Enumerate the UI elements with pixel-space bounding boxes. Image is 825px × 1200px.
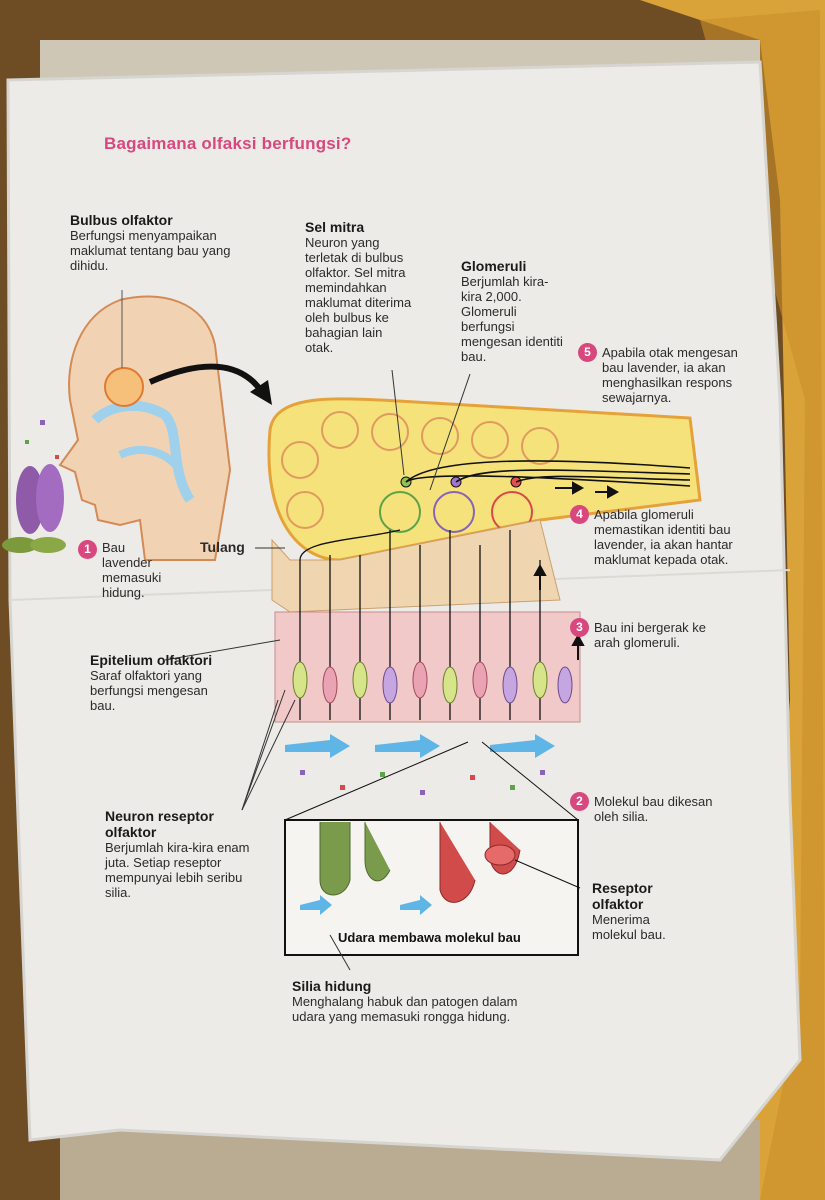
- epitelium-label: Epitelium olfaktori Saraf olfaktori yang…: [90, 652, 220, 713]
- step-3-badge: 3: [570, 618, 589, 637]
- step-1-text: Bau lavender memasuki hidung.: [102, 540, 162, 600]
- silia-label: Silia hidung Menghalang habuk dan patoge…: [292, 978, 542, 1024]
- reseptor-text: Menerima molekul bau.: [592, 912, 666, 942]
- step-5-badge: 5: [578, 343, 597, 362]
- bulbus-label: Bulbus olfaktor Berfungsi menyampaikan m…: [70, 212, 260, 273]
- glomeruli-label: Glomeruli Berjumlah kira-kira 2,000. Glo…: [461, 258, 569, 364]
- step-3-text: Bau ini bergerak ke arah glomeruli.: [594, 620, 707, 650]
- step-2-text: Molekul bau dikesan oleh silia.: [594, 794, 713, 824]
- glomeruli-heading: Glomeruli: [461, 258, 527, 274]
- neuron-heading: Neuron reseptor olfaktor: [105, 808, 214, 840]
- tulang-label: Tulang: [200, 539, 245, 555]
- glomeruli-text: Berjumlah kira-kira 2,000. Glomeruli ber…: [461, 274, 563, 364]
- step-1-badge: 1: [78, 540, 97, 559]
- bulbus-text: Berfungsi menyampaikan maklumat tentang …: [70, 228, 231, 273]
- bulbus-heading: Bulbus olfaktor: [70, 212, 173, 228]
- step-2-badge: 2: [570, 792, 589, 811]
- neuron-text: Berjumlah kira-kira enam juta. Setiap re…: [105, 840, 250, 900]
- page-title: Bagaimana olfaksi berfungsi?: [104, 134, 352, 153]
- sel-mitra-heading: Sel mitra: [305, 219, 365, 235]
- reseptor-label: Reseptor olfaktor Menerima molekul bau.: [592, 880, 692, 942]
- silia-heading: Silia hidung: [292, 978, 372, 994]
- step-4-badge: 4: [570, 505, 589, 524]
- step-5-text: Apabila otak mengesan bau lavender, ia a…: [602, 345, 738, 405]
- step-4-text: Apabila glomeruli memastikan identiti ba…: [594, 507, 733, 567]
- epitelium-text: Saraf olfaktori yang berfungsi mengesan …: [90, 668, 208, 713]
- inset-caption: Udara membawa molekul bau: [338, 930, 521, 945]
- silia-text: Menghalang habuk dan patogen dalam udara…: [292, 994, 518, 1024]
- sel-mitra-text: Neuron yang terletak di bulbus olfaktor.…: [305, 235, 412, 355]
- sel-mitra-label: Sel mitra Neuron yang terletak di bulbus…: [305, 219, 413, 355]
- reseptor-heading: Reseptor olfaktor: [592, 880, 653, 912]
- epitelium-heading: Epitelium olfaktori: [90, 652, 213, 668]
- neuron-label: Neuron reseptor olfaktor Berjumlah kira-…: [105, 808, 253, 900]
